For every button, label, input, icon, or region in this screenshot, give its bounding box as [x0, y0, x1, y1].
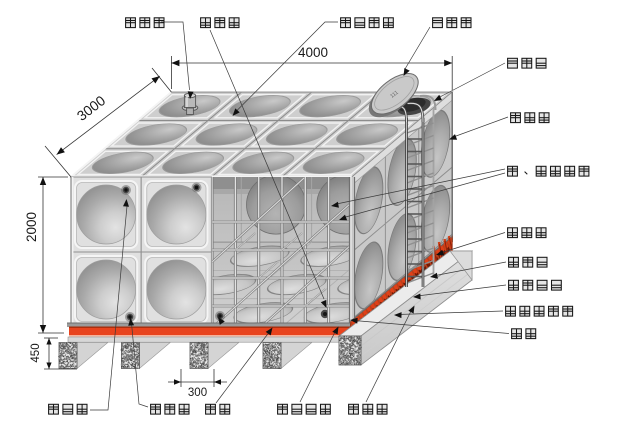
svg-text:2000: 2000 [24, 212, 39, 242]
svg-text:111: 111 [389, 90, 399, 100]
svg-text:300: 300 [188, 387, 207, 399]
svg-text:450: 450 [30, 343, 42, 362]
svg-text:4000: 4000 [298, 45, 328, 60]
